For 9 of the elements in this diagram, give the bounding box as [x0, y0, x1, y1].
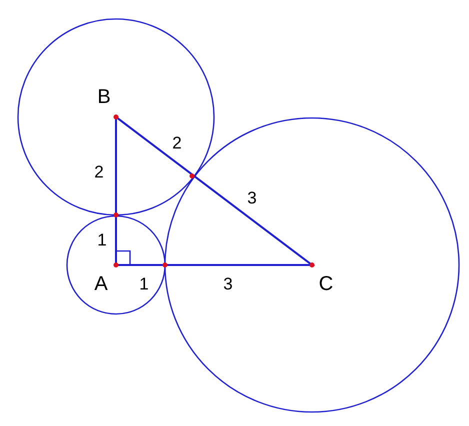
side-length: 3: [223, 276, 233, 292]
side-length: 3: [247, 190, 257, 206]
vertex-label: C: [318, 274, 334, 294]
vertex-label: A: [94, 274, 108, 294]
side-length: 2: [172, 134, 182, 152]
side-length: 2: [94, 164, 104, 180]
side-length: 1: [97, 232, 107, 248]
vertex-label: B: [97, 87, 111, 107]
side-length: 1: [139, 276, 149, 292]
